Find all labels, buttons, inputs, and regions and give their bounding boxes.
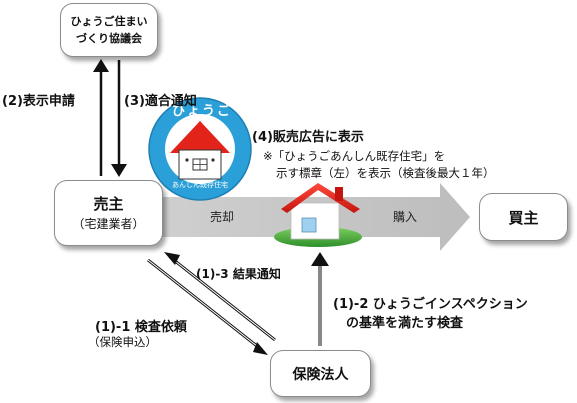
association-name-line2: づくり協議会 [76,32,142,45]
step-1-3-label: (1)-3 結果通知 [196,267,281,281]
apply-arrow [93,59,109,176]
step-4-label: (4)販売広告に表示 [252,130,364,145]
step-4-note-line2: 示す標章（左）を表示（検査後最大１年） [276,166,495,180]
step-1-1-label: (1)-1 検査依頼 [95,320,187,335]
step-1-1-sublabel: （保険申込） [88,335,157,349]
buyer-name: 買主 [508,208,539,227]
emblem-bottom-text: あんしん既存住宅 [172,181,228,189]
association-node: ひょうご住まい づくり協議会 [60,3,158,57]
notify-arrow [111,60,127,177]
association-name-line1: ひょうご住まい [70,15,148,28]
seller-name: 売主 [93,195,124,213]
inspection-request-arrow [147,258,268,355]
buyer-node: 買主 [479,193,568,241]
purchase-label: 購入 [393,210,418,224]
insurer-node: 保険法人 [270,350,371,397]
anshin-emblem [148,97,252,201]
step-1-2-label-line1: (1)-2 ひょうごインスペクション [333,297,528,312]
insurer-name: 保険法人 [292,366,349,383]
step-3-label: (3)適合通知 [124,94,197,109]
step-2-label: (2)表示申請 [2,94,75,109]
emblem-top-text: ひょうご [172,104,233,119]
house-illustration [274,183,362,247]
step-1-2-label-line2: の基準を満たす検査 [346,316,464,331]
seller-node: 売主 （宅建業者） [54,180,163,246]
sale-label: 売却 [210,210,235,224]
result-notice-arrow [164,252,276,342]
seller-subtitle: （宅建業者） [72,217,145,231]
inspection-arrow [311,252,329,346]
step-4-note-line1: ※「ひょうごあんしん既存住宅」を [263,149,446,163]
